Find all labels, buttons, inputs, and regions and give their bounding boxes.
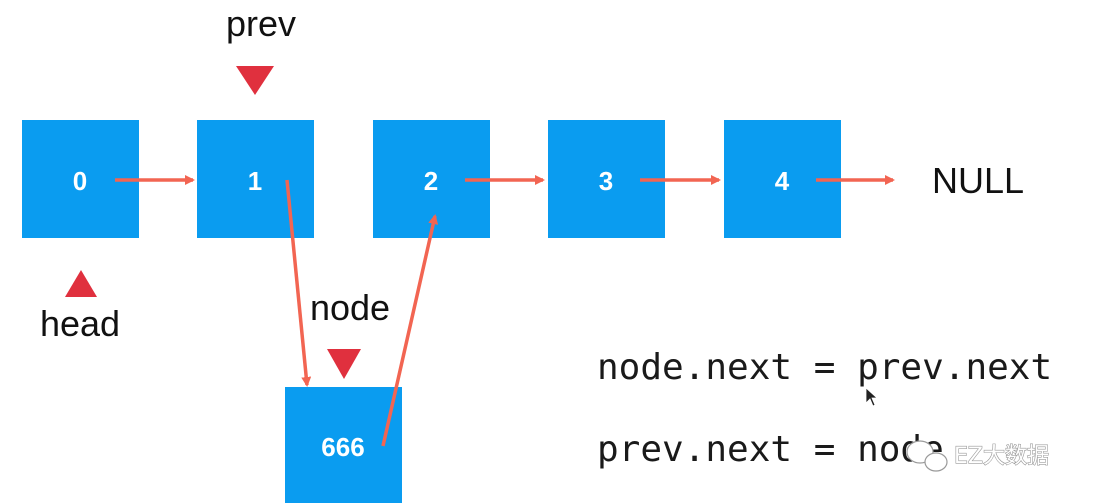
prev-pointer-label: prev [226,3,296,44]
head-pointer-label: head [40,303,120,344]
prev-pointer-marker [236,66,274,95]
code-line-2: prev.next = node [597,429,944,470]
watermark-text: EZ大数据 [954,444,1049,469]
node-4-value: 4 [775,166,790,196]
arrow-1-to-666 [285,179,312,387]
watermark: EZ大数据 [906,440,1050,472]
wechat-logo-icon [906,440,948,472]
node-0-value: 0 [73,166,87,196]
code-line-1: node.next = prev.next [597,347,1052,388]
node-2-value: 2 [424,166,438,196]
node-3-value: 3 [599,166,613,196]
node-1-box [197,120,314,238]
arrow-666-to-2 [381,214,439,447]
mouse-cursor-icon [865,387,879,407]
node-1-value: 1 [248,166,262,196]
node-pointer-label: node [310,287,390,328]
null-label: NULL [932,160,1024,201]
node-666-value: 666 [321,432,364,462]
node-1: 1 [197,120,314,238]
head-pointer-marker [65,270,97,297]
node-pointer-marker [327,349,361,379]
